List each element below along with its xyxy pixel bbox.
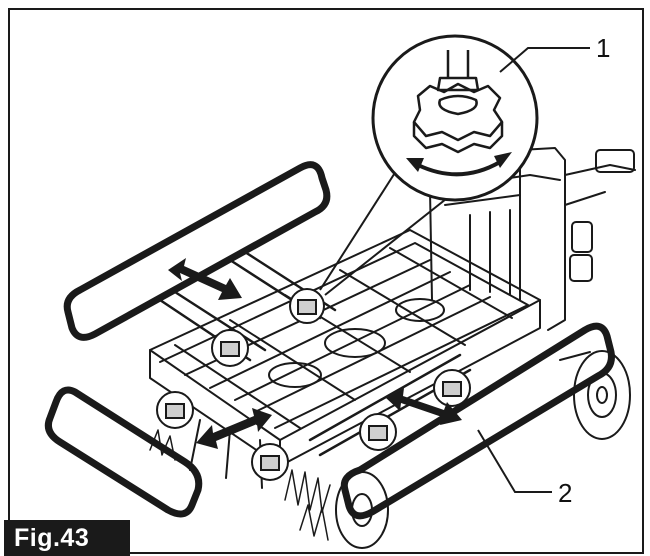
extension-bar-front-right [340,322,615,520]
extension-bar-front-left [44,386,203,518]
knob-icon [412,50,504,154]
knob-detail-callout [319,34,539,296]
knob-icon [359,413,397,451]
knob-icon [289,288,325,324]
figure-label-box: Fig.43 [4,520,130,556]
knob-fasteners [156,288,471,481]
knob-icon [156,391,194,429]
callout-2-leader [477,429,552,493]
figure-label: Fig.43 [14,524,90,552]
grass-tufts [149,429,331,541]
double-arrow-icon [386,388,462,425]
double-arrow-icon [168,258,242,300]
knob-icon [251,443,289,481]
callout-2-number: 2 [558,478,572,508]
callout-1-number: 1 [596,33,610,63]
callout-1-leader [499,47,590,73]
extension-bar-rear-left [63,161,331,341]
figure-border [8,8,644,554]
double-arrow-icon [196,408,272,449]
knob-icon [433,369,471,407]
rotation-arrow-icon [406,152,512,177]
knob-icon [211,329,249,367]
